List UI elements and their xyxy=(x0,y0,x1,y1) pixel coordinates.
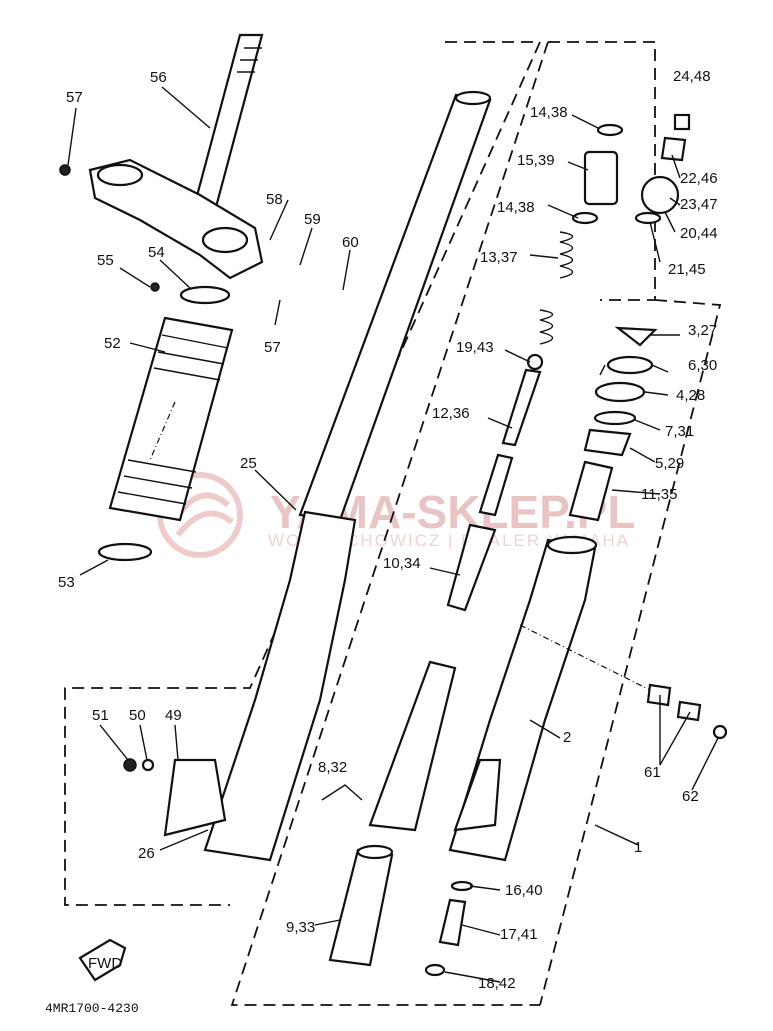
outer-tube-left xyxy=(123,510,357,862)
label-6-30: 6,30 xyxy=(688,357,717,374)
label-50: 50 xyxy=(129,707,146,724)
label-4-28: 4,28 xyxy=(676,387,705,404)
label-53: 53 xyxy=(58,574,75,591)
label-14-38: 14,38 xyxy=(497,199,535,216)
label-51: 51 xyxy=(92,707,109,724)
label-9-33: 9,33 xyxy=(286,919,315,936)
label-14-38-top: 14,38 xyxy=(530,104,568,121)
label-54: 54 xyxy=(148,244,165,261)
label-49: 49 xyxy=(165,707,182,724)
label-52: 52 xyxy=(104,335,121,352)
label-57: 57 xyxy=(66,89,83,106)
bottom-bolts xyxy=(424,683,728,977)
cap-bolt xyxy=(634,113,691,225)
fwd-arrow: FWD xyxy=(78,938,127,982)
label-10-34: 10,34 xyxy=(383,555,421,572)
oil-seal-stack xyxy=(568,326,658,522)
label-13-37: 13,37 xyxy=(480,249,518,266)
label-61: 61 xyxy=(644,764,661,781)
label-19-43: 19,43 xyxy=(456,339,494,356)
label-3-27: 3,27 xyxy=(688,322,717,339)
label-60: 60 xyxy=(342,234,359,251)
damper-rod xyxy=(328,368,542,967)
label-7-31: 7,31 xyxy=(665,423,694,440)
label-22-46: 22,46 xyxy=(680,170,718,187)
label-2: 2 xyxy=(563,729,571,746)
diagram-code: 4MR1700-4230 xyxy=(45,1001,139,1016)
label-58: 58 xyxy=(266,191,283,208)
label-17-41: 17,41 xyxy=(500,926,538,943)
fork-spring xyxy=(526,123,624,371)
label-55: 55 xyxy=(97,252,114,269)
label-1: 1 xyxy=(634,839,642,856)
label-18-42: 18,42 xyxy=(478,975,516,992)
label-24-48: 24,48 xyxy=(673,68,711,85)
label-56: 56 xyxy=(150,69,167,86)
fwd-label: FWD xyxy=(88,955,122,972)
label-12-36: 12,36 xyxy=(432,405,470,422)
label-16-40: 16,40 xyxy=(505,882,543,899)
callouts: 57 56 58 59 60 54 55 57 52 25 53 51 50 4… xyxy=(58,68,718,992)
assembly-boundaries xyxy=(64,41,722,1006)
label-23-47: 23,47 xyxy=(680,196,718,213)
label-11-35: 11,35 xyxy=(641,486,677,503)
label-25: 25 xyxy=(240,455,257,472)
outer-tube-right xyxy=(448,535,598,862)
label-59: 59 xyxy=(304,211,321,228)
label-15-39: 15,39 xyxy=(517,152,555,169)
label-62: 62 xyxy=(682,788,699,805)
fork-boot xyxy=(97,282,234,562)
label-20-44: 20,44 xyxy=(680,225,718,242)
label-5-29: 5,29 xyxy=(655,455,684,472)
watermark-subtitle: WOJCIECHOWICZ | DEALER YAMAHA xyxy=(268,531,630,550)
leader-lines xyxy=(67,86,719,983)
under-bracket xyxy=(59,158,264,280)
label-26: 26 xyxy=(138,845,155,862)
label-8-32: 8,32 xyxy=(318,759,347,776)
label-21-45: 21,45 xyxy=(668,261,706,278)
steering-stem xyxy=(188,33,264,224)
label-57-lower: 57 xyxy=(264,339,281,356)
